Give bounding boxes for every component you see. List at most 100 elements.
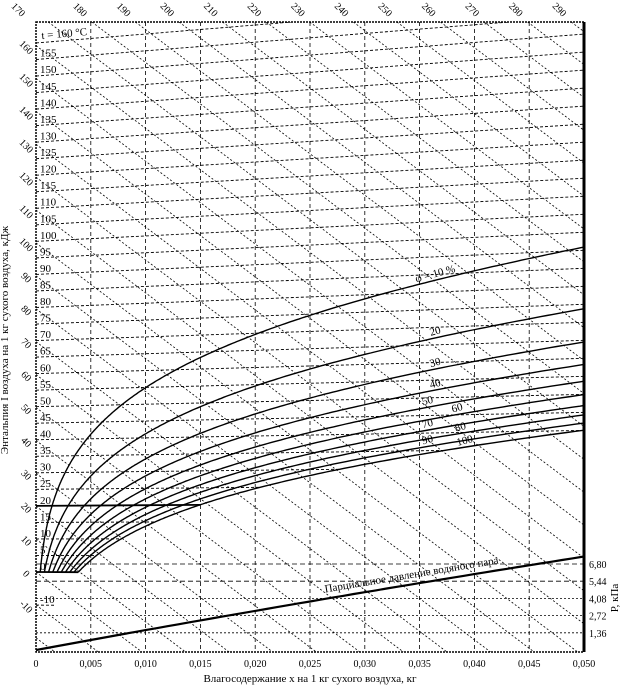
isotherm-line — [36, 375, 584, 391]
humidity-curve — [39, 246, 584, 573]
enthalpy-line — [309, 22, 584, 230]
enthalpy-line — [36, 440, 317, 652]
grid-layer — [36, 22, 584, 652]
isotherm-label: 130 — [40, 130, 57, 142]
isotherm-label: 100 — [40, 230, 57, 242]
enthalpy-label: 130 — [17, 137, 35, 155]
humidity-curve — [73, 422, 584, 573]
enthalpy-line — [36, 604, 99, 652]
enthalpy-label: 100 — [17, 236, 35, 254]
enthalpy-top-label: 190 — [114, 1, 132, 19]
humidity-curve — [47, 341, 584, 573]
humidity-curve — [43, 308, 584, 573]
pressure-tick-label: 4,08 — [589, 594, 607, 605]
isotherm-line — [36, 87, 584, 127]
isotherm-label: 10 — [40, 528, 52, 540]
isotherm-label: 35 — [40, 445, 52, 457]
isotherm-label: 80 — [40, 296, 52, 308]
humidity-curve — [60, 393, 584, 573]
isotherm-line — [36, 177, 584, 209]
right-axis-title: P, кПа — [609, 584, 621, 613]
enthalpy-top-label: 220 — [245, 1, 263, 19]
enthalpy-line — [396, 22, 584, 164]
enthalpy-line — [36, 209, 584, 625]
isotherm-label: 85 — [40, 279, 52, 291]
isotherm-line — [36, 393, 584, 408]
enthalpy-label: 150 — [17, 72, 35, 90]
humidity-curve — [77, 429, 584, 573]
enthalpy-line — [178, 22, 584, 329]
enthalpy-line — [36, 472, 273, 652]
x-tick-label: 0,005 — [80, 659, 103, 670]
isotherm-label: 140 — [40, 97, 57, 109]
humidity-label: 60 — [450, 401, 464, 416]
isotherm-top-label: t = 160 °C — [41, 26, 88, 42]
isotherm-label: 125 — [40, 147, 57, 159]
enthalpy-top-label: 240 — [332, 1, 350, 19]
isotherm-label: 150 — [40, 64, 57, 76]
isotherm-line — [36, 267, 584, 292]
isotherm-label: 90 — [40, 263, 52, 275]
humidity-label: 90 — [421, 433, 435, 448]
isotherm-label: 110 — [40, 197, 57, 209]
enthalpy-line — [527, 22, 584, 65]
enthalpy-line — [440, 22, 584, 131]
humidity-label: 50 — [421, 394, 435, 409]
isotherm-line — [36, 303, 584, 325]
humidity-curves — [36, 246, 584, 652]
pressure-tick-label: 6,80 — [589, 560, 607, 571]
isotherm-label: 30 — [40, 462, 52, 474]
enthalpy-line — [135, 22, 584, 361]
x-tick-label: 0,035 — [408, 659, 431, 670]
isotherm-line — [36, 468, 340, 474]
enthalpy-top-label: 260 — [419, 1, 437, 19]
enthalpy-line — [36, 143, 584, 559]
enthalpy-line — [36, 176, 584, 592]
isotherm-line — [36, 213, 584, 242]
humidity-label: 20 — [428, 324, 442, 339]
isotherm-label: 70 — [40, 329, 52, 341]
isotherm-line — [36, 231, 584, 259]
enthalpy-label: 30 — [18, 468, 33, 483]
enthalpy-label: -10 — [17, 599, 34, 616]
isotherm-label: 25 — [40, 478, 52, 490]
isotherm-line — [36, 105, 584, 143]
enthalpy-label: 50 — [18, 402, 33, 417]
x-axis-title: Влагосодержание x на 1 кг сухого воздуха… — [203, 673, 417, 685]
enthalpy-label: 170 — [9, 1, 27, 19]
isotherm-line — [36, 22, 510, 60]
isotherm-line — [36, 357, 584, 375]
pressure-tick-label: 5,44 — [589, 577, 607, 588]
enthalpy-line — [36, 505, 230, 652]
humidity-label: 30 — [428, 356, 442, 371]
isotherm-label: -10 — [40, 594, 55, 606]
isotherm-label: 15 — [40, 511, 52, 523]
x-tick-label: 0,050 — [573, 659, 596, 670]
humidity-curve — [52, 363, 584, 573]
enthalpy-line — [36, 111, 584, 526]
enthalpy-top-label: 210 — [201, 1, 219, 19]
isotherm-label: 20 — [40, 495, 52, 507]
x-tick-label: 0,040 — [463, 659, 486, 670]
isotherm-line — [36, 33, 584, 77]
enthalpy-line — [36, 275, 535, 652]
enthalpy-label: 160 — [17, 39, 35, 57]
isotherm-label: 145 — [40, 81, 57, 93]
isotherm-label: 5 — [40, 544, 46, 556]
enthalpy-top-label: 270 — [463, 1, 481, 19]
isotherm-label: 75 — [40, 313, 52, 325]
enthalpy-label: 60 — [18, 369, 33, 384]
isotherm-label: 65 — [40, 346, 52, 358]
enthalpy-label: 80 — [18, 304, 33, 319]
x-tick-label: 0,020 — [244, 659, 267, 670]
enthalpy-top-label: 280 — [506, 1, 524, 19]
isotherm-line — [36, 339, 584, 358]
isotherm-line — [36, 449, 445, 457]
x-tick-label: 0,025 — [299, 659, 322, 670]
isotherm-label: 105 — [40, 213, 57, 225]
enthalpy-label: 110 — [17, 203, 35, 221]
enthalpy-top-label: 230 — [288, 1, 306, 19]
x-tick-label: 0,015 — [189, 659, 212, 670]
